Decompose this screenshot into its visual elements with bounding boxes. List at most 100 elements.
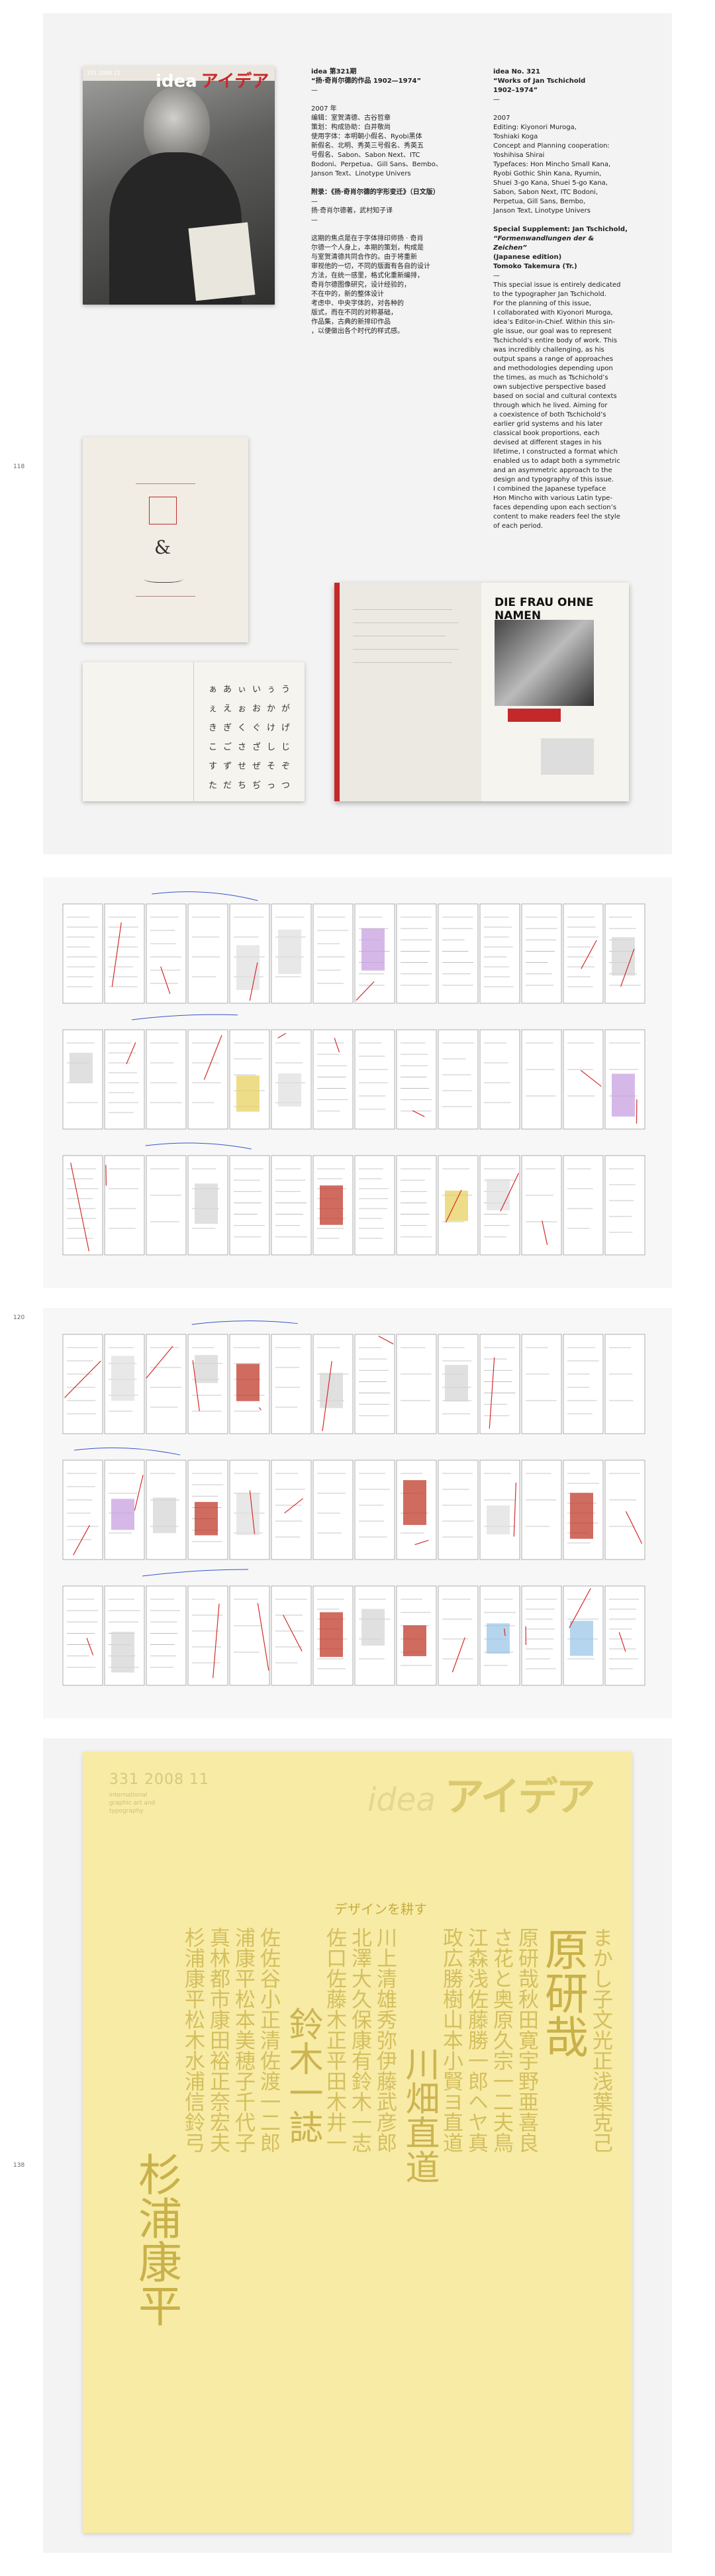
credit-line: 编辑：室贺清德、古谷哲章: [311, 115, 391, 122]
credit-line: Typefaces: Hon Mincho Small Kana,: [493, 161, 611, 168]
layout-thumbnail: [271, 1155, 312, 1256]
body-line: earlier grid systems and his later: [493, 421, 603, 428]
supplement-author: 扬·奇肖尔德著，武村知子译: [311, 207, 393, 215]
red-markup-line: [513, 1482, 517, 1537]
supplement-title: Special Supplement: Jan Tschichold,: [493, 226, 628, 233]
name-column-large: 原研哉: [538, 1927, 589, 2058]
booklet-rule: [136, 483, 195, 484]
name-column: 原研哉秋田寛宇野亜喜良: [514, 1927, 538, 2153]
layout-sketch-panel-1: [43, 877, 672, 1288]
body-line: output spans a range of approaches: [493, 356, 614, 363]
thumbnail-image-block: [487, 1505, 510, 1535]
thumbnail-image-block: [111, 1499, 134, 1530]
body-line: 奇肖尔德图像研究，设计经验的，: [311, 281, 410, 289]
kana-glyph: か: [267, 704, 276, 714]
name-column: 浦康平松本美穂子千代子: [231, 1927, 255, 2153]
body-line: classical book proportions, each: [493, 430, 600, 437]
thumbnail-image-block: [612, 1073, 635, 1117]
red-markup-line: [334, 1038, 340, 1053]
thumbnail-image-block: [361, 928, 385, 971]
kana-glyph: し: [267, 742, 276, 752]
cover-brand: idea アイデア: [156, 68, 269, 92]
name-column: 杉浦康平松木水浦信鈴弓: [181, 1927, 205, 2153]
spread-red-edge: [334, 583, 340, 801]
body-line: was incredibly challenging, as his: [493, 346, 604, 354]
layout-thumbnail: [604, 1155, 645, 1256]
layout-thumbnail: [563, 1155, 604, 1256]
booklet-ampersand: &: [154, 536, 171, 558]
kana-glyph: ぎ: [223, 723, 232, 733]
back-cover-brand: idea アイデア: [367, 1765, 596, 1822]
thumbnail-image-block: [70, 1052, 93, 1083]
thumbnail-image-block: [487, 1623, 510, 1654]
body-line: Tschichold’s entire body of work. This: [493, 337, 618, 344]
layout-thumbnail: [104, 903, 145, 1004]
red-markup-line: [452, 1637, 465, 1673]
description-column-english: idea No. 321 “Works of Jan Tschichold 19…: [493, 68, 629, 531]
layout-thumbnail: [521, 1585, 562, 1686]
text-rule: [353, 662, 452, 663]
kana-glyph: え: [223, 704, 232, 714]
red-markup-line: [192, 1360, 200, 1411]
title-line: idea No. 321: [493, 68, 540, 75]
kana-glyph: い: [252, 685, 262, 695]
open-spread-image: DIE FRAU OHNE NAMEN: [334, 583, 629, 801]
kana-glyph: こ: [209, 742, 218, 752]
divider-dash: —: [493, 96, 500, 103]
kana-glyph: そ: [267, 762, 276, 771]
spread-right-page: DIE FRAU OHNE NAMEN: [481, 583, 629, 801]
red-markup-line: [412, 1110, 425, 1117]
thumbnail-image-block: [570, 1493, 593, 1539]
layout-thumbnail: [146, 1334, 187, 1434]
layout-thumbnail: [521, 1334, 562, 1434]
kana-glyph: ず: [223, 762, 232, 771]
layout-thumbnail: [62, 1460, 103, 1560]
body-line: I combined the Japanese typeface: [493, 485, 606, 493]
title-line: 1902–1974”: [493, 87, 538, 94]
name-column-large: 鈴木一誌: [283, 2006, 322, 2144]
layout-thumbnail: [604, 1460, 645, 1560]
supplement-booklet-image: &: [83, 437, 248, 642]
credit-line: Shuei 3-go Kana, Shuei 5-go Kana,: [493, 179, 608, 187]
name-column: 川上清雄秀弥伊藤武彦郎: [373, 1927, 397, 2153]
thumbnail-image-block: [195, 1183, 218, 1224]
credit-line: Toshiaki Koga: [493, 133, 538, 140]
layout-thumbnail: [187, 903, 228, 1004]
blue-annotation-stroke: [145, 1142, 252, 1150]
description-column-chinese: idea 第321期 “扬·奇肖尔德的作品 1902—1974” — 2007 …: [311, 68, 444, 336]
supplement-translator: Tomoko Takemura (Tr.): [493, 263, 577, 270]
layout-thumbnail: [396, 1029, 437, 1130]
back-cover-subtitle: international graphic art and typography: [109, 1791, 155, 1815]
body-line: idea’s Editor-in-Chief. Within this sin-: [493, 319, 616, 326]
thumbnail-image-block: [612, 937, 635, 976]
supplement-title: 附录：《扬·奇肖尔德的字形变迁》（日文版）: [311, 189, 440, 196]
layout-thumbnail: [604, 1334, 645, 1434]
red-markup-line: [283, 1614, 303, 1652]
layout-thumbnail: [438, 1460, 479, 1560]
layout-thumbnail: [62, 903, 103, 1004]
layout-thumbnail: [396, 1334, 437, 1434]
kana-glyph: さ: [238, 742, 247, 752]
spread-gutter: [193, 662, 194, 801]
body-line: own subjective perspective based: [493, 383, 606, 391]
red-markup-line: [620, 948, 635, 987]
body-line: a coexistence of both Tschichold’s: [493, 411, 606, 419]
red-markup-line: [580, 1069, 602, 1087]
layout-thumbnail: [271, 1334, 312, 1434]
layout-thumbnail: [229, 1585, 270, 1686]
name-column-large: 杉浦康平: [131, 2152, 182, 2327]
kana-glyph: ぜ: [252, 762, 262, 771]
red-markup-line: [146, 1346, 173, 1379]
layout-thumbnail: [104, 1155, 145, 1256]
body-line: 与室贺清德共同合作的。由于将重新: [311, 254, 417, 261]
name-column: 政広勝樹山本小賢ヨ直道: [439, 1927, 463, 2153]
back-cover-issue: 331 2008 11: [109, 1771, 209, 1788]
booklet-red-frame: [149, 497, 177, 524]
red-markup-line: [414, 1540, 429, 1546]
kana-glyph: だ: [223, 781, 232, 791]
cream-cover-image: 331 2008 11 international graphic art an…: [83, 1752, 632, 2533]
layout-thumbnail: [563, 1029, 604, 1130]
blue-annotation-stroke: [142, 1569, 249, 1577]
title-line: “扬·奇肖尔德的作品 1902—1974”: [311, 77, 422, 85]
